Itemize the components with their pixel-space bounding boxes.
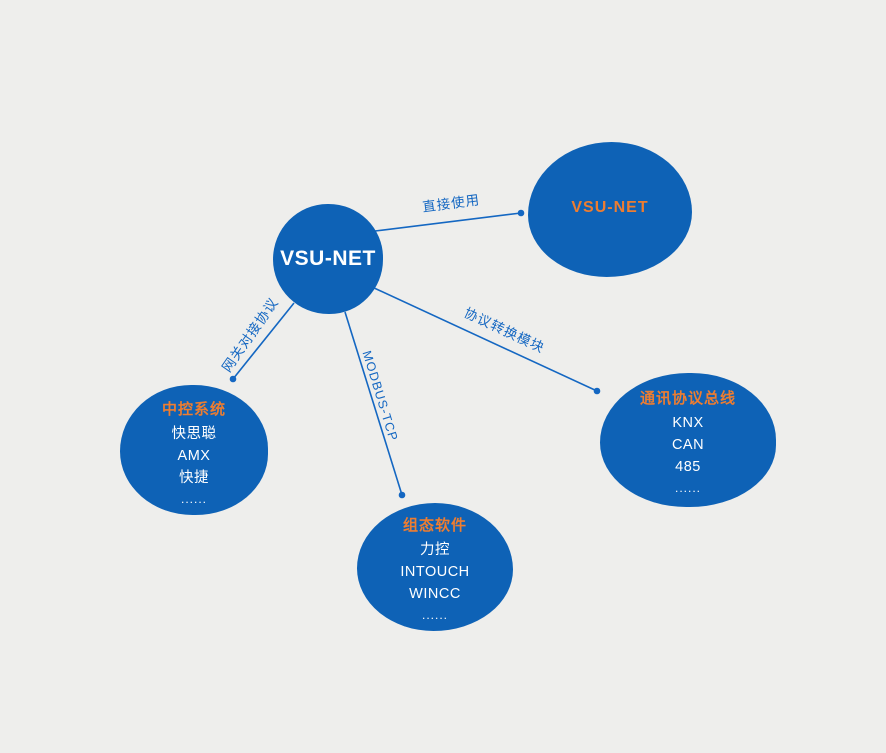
node-vsu-net-center: VSU-NET	[273, 204, 383, 314]
edge-endpoint-dot	[593, 387, 601, 395]
node-item: 485	[675, 458, 701, 475]
edge-protocol-converter	[371, 286, 601, 395]
node-vsu-net-direct: VSU-NET	[528, 142, 692, 277]
node-protocol-bus: 通讯协议总线 KNX CAN 485 ......	[600, 373, 776, 507]
edge-endpoint-dot	[229, 375, 237, 383]
node-title: 组态软件	[402, 516, 467, 534]
node-item: WINCC	[409, 585, 461, 602]
edge-endpoint-dot	[517, 209, 525, 217]
node-title: 中控系统	[161, 400, 226, 418]
node-title: VSU-NET	[571, 198, 649, 216]
node-item: AMX	[177, 447, 211, 464]
node-title: 通讯协议总线	[639, 389, 736, 407]
node-item: CAN	[671, 436, 705, 453]
node-item: 快思聪	[171, 425, 217, 442]
node-item: KNX	[672, 414, 704, 431]
edge-direct-use	[374, 209, 525, 232]
node-item-ellipsis: ......	[674, 480, 701, 495]
center-node-label: VSU-NET	[280, 247, 376, 270]
node-scada-software: 组态软件 力控 INTOUCH WINCC ......	[357, 503, 513, 631]
node-item: 力控	[420, 541, 450, 558]
node-item-ellipsis: ......	[180, 491, 207, 506]
node-central-control-system: 中控系统 快思聪 AMX 快捷 ......	[120, 385, 268, 515]
edge-endpoint-dot	[398, 491, 406, 499]
node-item-ellipsis: ......	[421, 607, 448, 622]
node-item: INTOUCH	[400, 563, 470, 580]
edge-modbus-tcp	[344, 311, 406, 499]
node-item: 快捷	[179, 469, 209, 486]
edge-gateway-protocol	[229, 302, 295, 383]
